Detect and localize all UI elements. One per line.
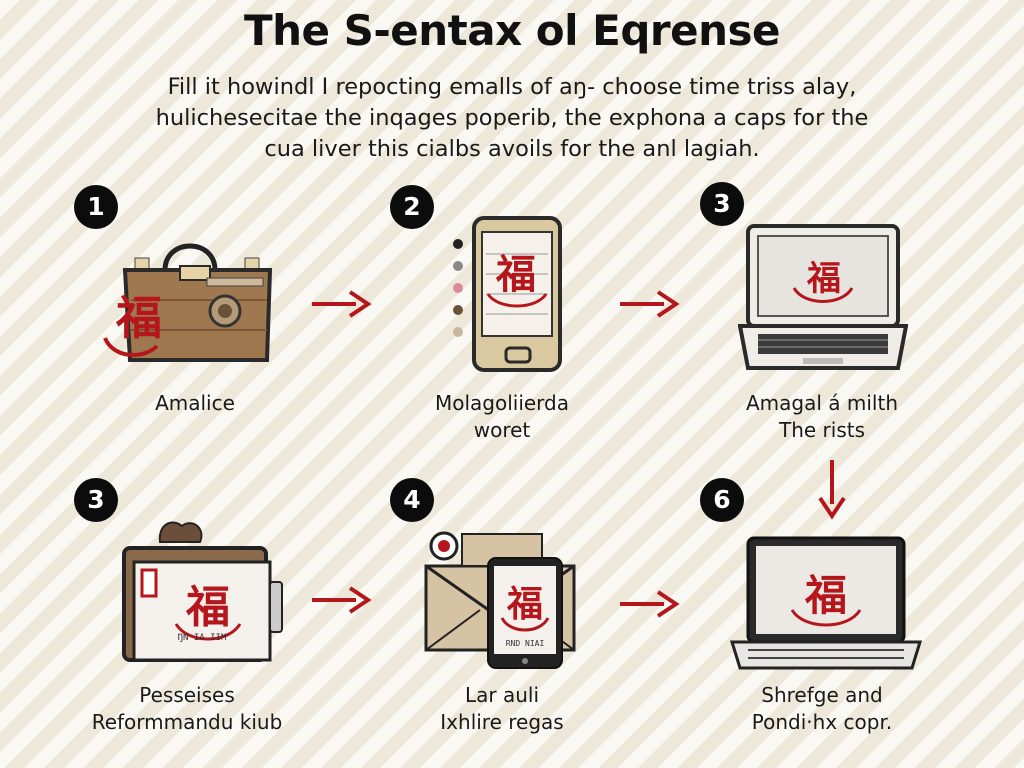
step-label: Shrefge and Pondi·hx copr. xyxy=(722,682,922,736)
intro-line: cua liver this cialbs avoils for the anl… xyxy=(264,136,760,162)
card-wallet-icon: 福 ŊN IA IIM xyxy=(122,521,283,662)
step-number-badge: 4 xyxy=(390,478,434,522)
step-label-line: Amalice xyxy=(155,391,235,415)
step-label-line: Amagal á milth xyxy=(745,391,898,415)
page-title: The S-entax ol Eqrense xyxy=(243,6,781,55)
step-number-badge: 3 xyxy=(700,182,744,226)
envelope-tablet-icon: 福 RND NIAI xyxy=(424,531,576,669)
logo-glyph: 福 xyxy=(806,259,841,299)
step-label: Amalice xyxy=(95,390,295,417)
step-label: Pesseises Reformmandu kiub xyxy=(67,682,307,736)
step-label: Amagal á milth The rists xyxy=(722,390,922,444)
tablet-small-text: RND NIAI xyxy=(506,639,545,648)
step-label-line: Molagoliierda xyxy=(434,391,570,415)
step-label-line: Ixhlire regas xyxy=(440,710,564,734)
step-label: Molagoliierda woret xyxy=(402,390,602,444)
logo-glyph: 福 xyxy=(495,251,536,298)
bag-icon: 福 xyxy=(103,243,273,362)
logo-glyph: 福 xyxy=(804,571,847,620)
phone-icon: 福 xyxy=(453,216,562,372)
step-number-badge: 6 xyxy=(700,478,744,522)
step-label-line: Shrefge and xyxy=(761,683,883,707)
arrow-right-icon xyxy=(312,586,372,614)
logo-glyph: 福 xyxy=(115,291,162,345)
step-number-badge: 3 xyxy=(74,478,118,522)
arrow-right-icon xyxy=(620,290,680,318)
intro-text: Fill it howindl I repocting emalls of aŋ… xyxy=(112,72,912,165)
arrow-right-icon xyxy=(620,590,680,618)
card-small-text: ŊN IA IIM xyxy=(178,633,227,643)
arrow-down-icon xyxy=(818,460,846,520)
step-label-line: Reformmandu kiub xyxy=(91,710,283,734)
step-label-line: woret xyxy=(473,418,531,442)
arrow-right-icon xyxy=(312,290,372,318)
laptop-icon: 福 xyxy=(738,224,908,370)
intro-line: Fill it howindl I repocting emalls of aŋ… xyxy=(167,74,857,100)
intro-line: hulichesecitae the inqages poperib, the … xyxy=(155,105,869,131)
laptop-icon: 福 xyxy=(729,536,923,670)
step-label-line: Pesseises xyxy=(139,683,235,707)
step-number-badge: 1 xyxy=(74,185,118,229)
step-label: Lar auli Ixhlire regas xyxy=(402,682,602,736)
step-label-line: The rists xyxy=(778,418,865,442)
step-label-line: Pondi·hx copr. xyxy=(751,710,893,734)
logo-glyph: 福 xyxy=(506,583,543,625)
logo-glyph: 福 xyxy=(185,582,230,633)
step-label-line: Lar auli xyxy=(464,683,540,707)
step-number-badge: 2 xyxy=(390,185,434,229)
